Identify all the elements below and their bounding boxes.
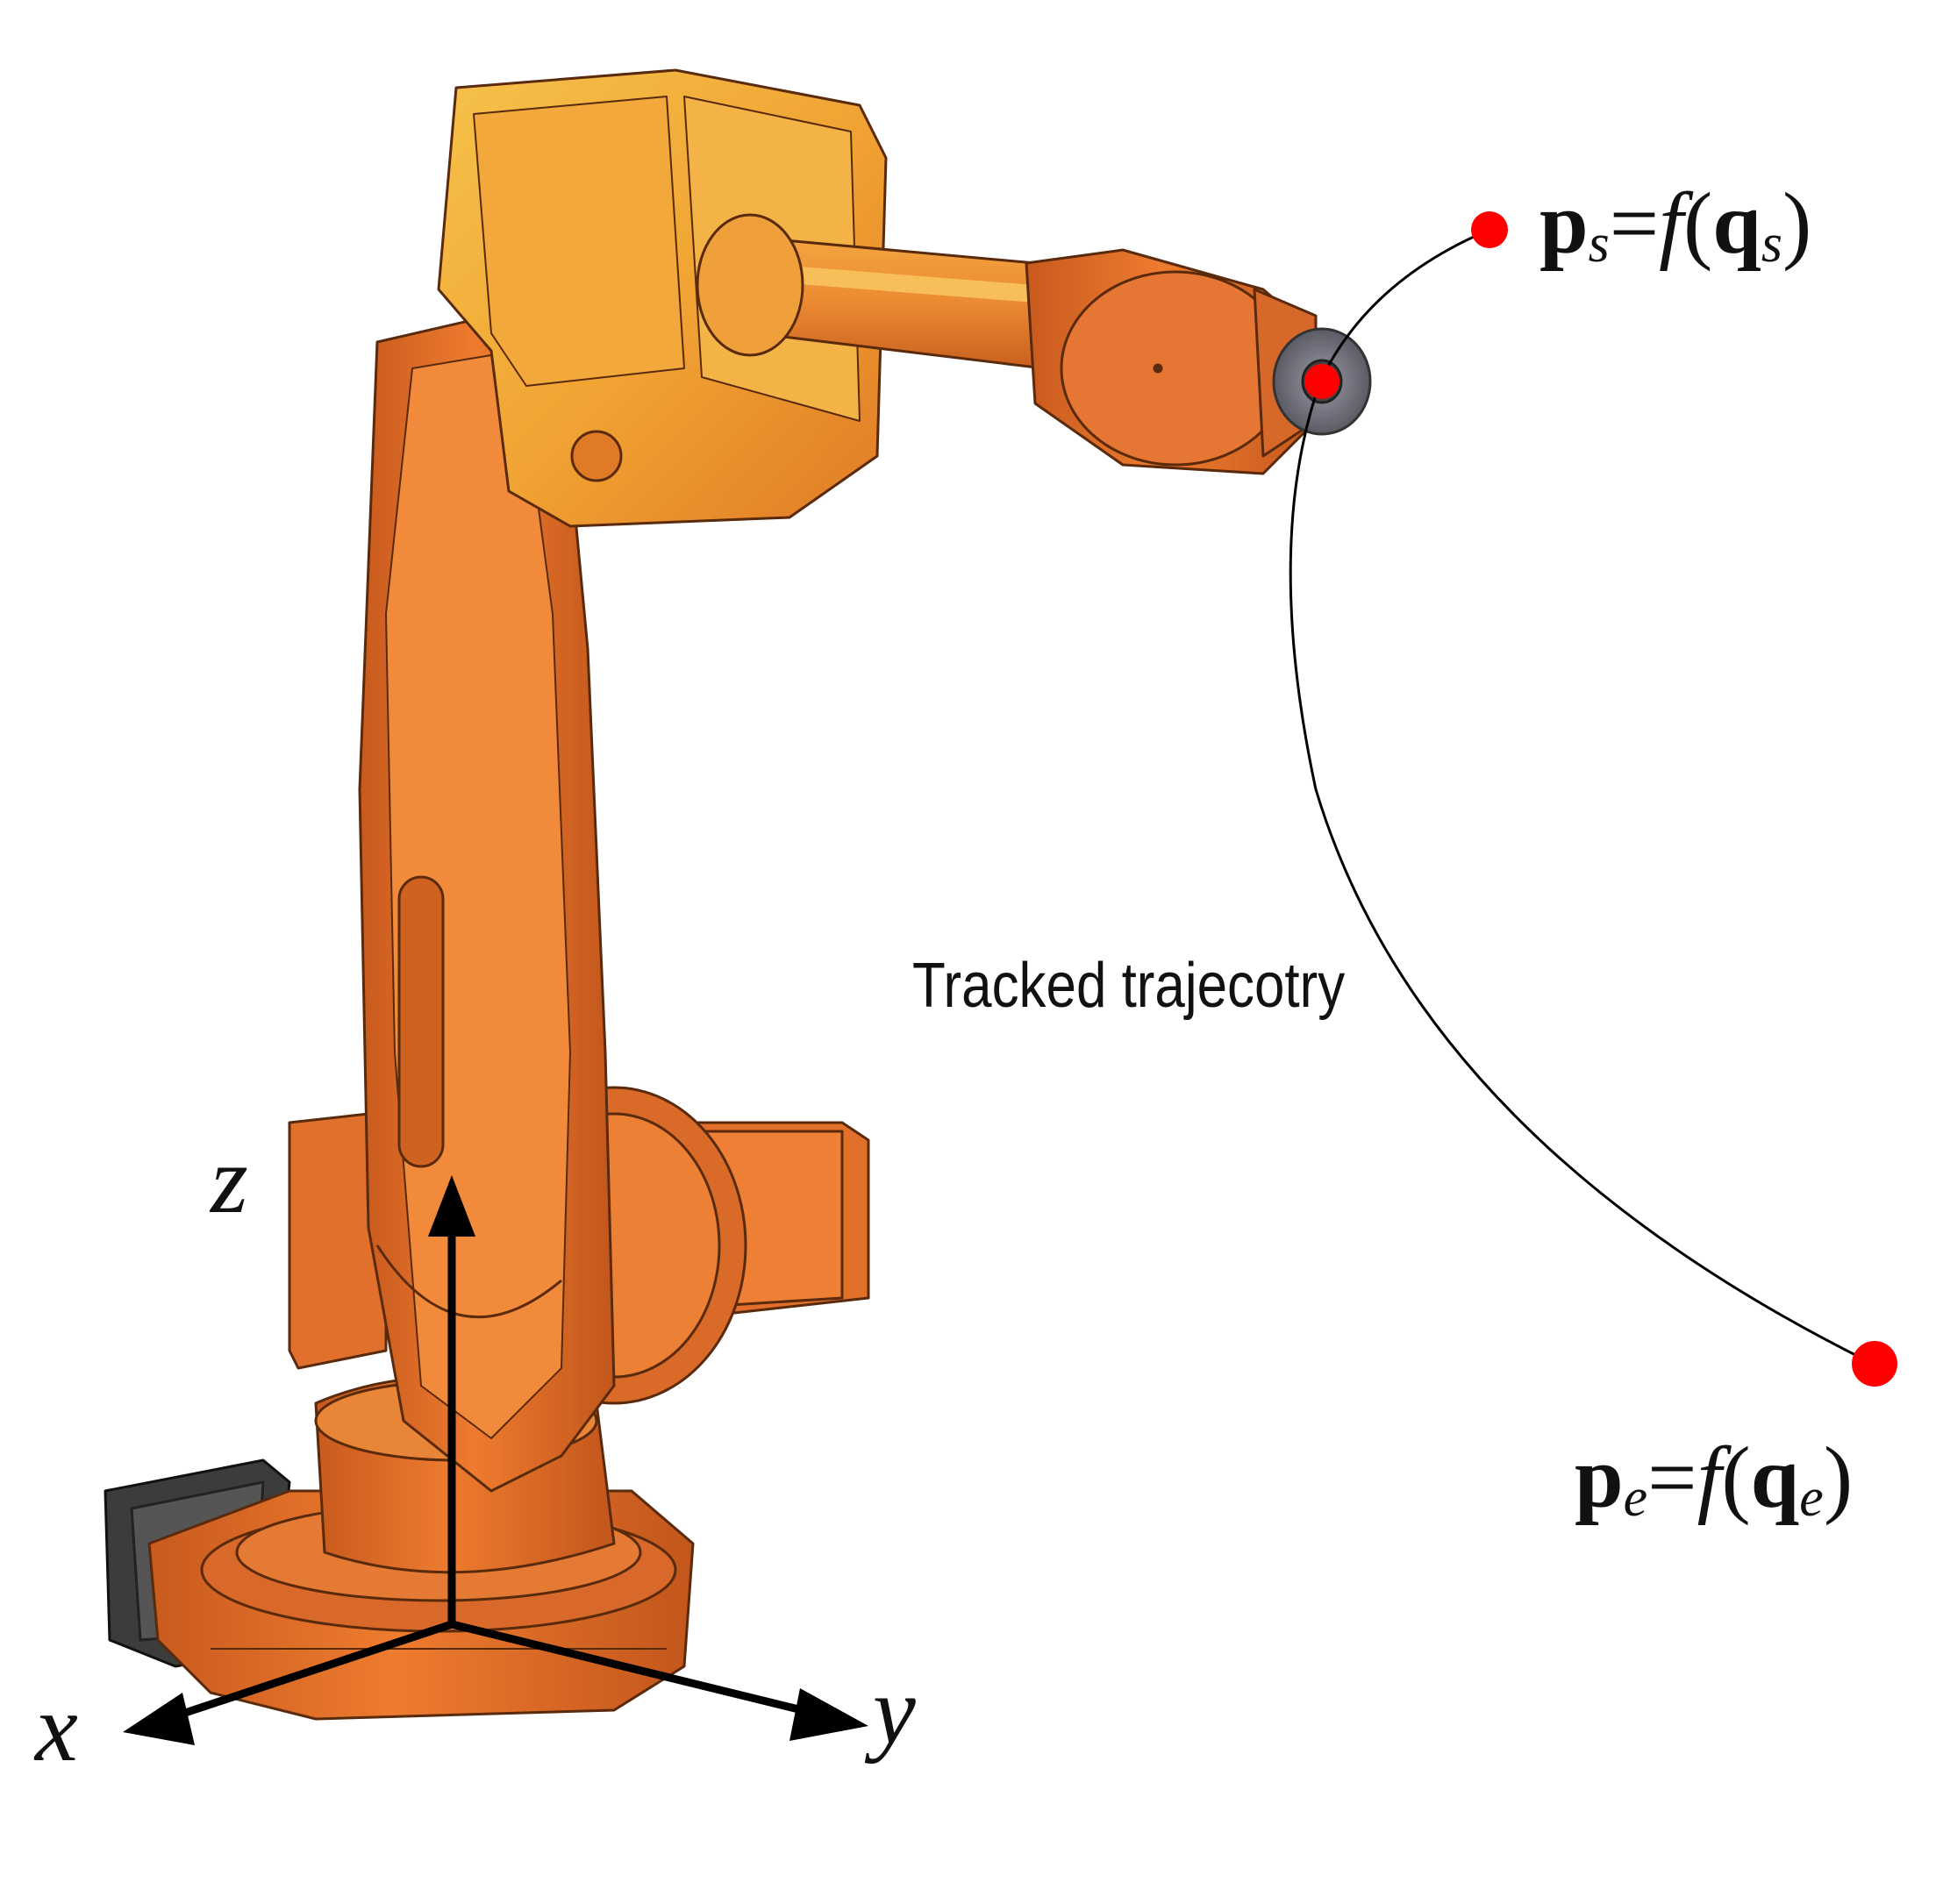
y-axis-arrow <box>450 1620 822 1719</box>
y-axis-label: y <box>873 1657 916 1764</box>
end-equals: = <box>1647 1429 1697 1526</box>
start-q-symbol: q <box>1712 175 1761 272</box>
trajectory-label: Tracked trajecotry <box>912 951 1346 1021</box>
end-function: f <box>1697 1429 1722 1526</box>
start-close-paren: ) <box>1782 175 1812 272</box>
end-point-formula: pe=f(qe) <box>1575 1434 1853 1528</box>
end-close-paren: ) <box>1823 1429 1854 1526</box>
start-q-subscript: s <box>1761 214 1783 274</box>
start-point-formula: ps=f(qs) <box>1539 180 1811 274</box>
x-axis-label: x <box>35 1674 78 1781</box>
end-p-symbol: p <box>1575 1429 1624 1526</box>
z-axis-label: z <box>211 1126 248 1233</box>
y-arrowhead-icon <box>789 1688 868 1741</box>
end-q-subscript: e <box>1799 1468 1824 1528</box>
start-function: f <box>1659 175 1683 272</box>
x-axis-arrow <box>165 1620 454 1723</box>
end-point-marker <box>1852 1341 1897 1387</box>
tool-point-marker <box>1304 364 1339 399</box>
z-arrowhead-icon <box>428 1175 475 1237</box>
start-p-symbol: p <box>1539 175 1589 272</box>
end-open-paren: ( <box>1721 1429 1751 1526</box>
start-equals: = <box>1609 175 1660 272</box>
start-p-subscript: s <box>1588 214 1610 274</box>
end-p-subscript: e <box>1623 1468 1648 1528</box>
industrial-robot-arm-icon <box>104 68 1372 1721</box>
x-arrowhead-icon <box>123 1693 195 1745</box>
start-open-paren: ( <box>1682 175 1713 272</box>
end-q-symbol: q <box>1750 1429 1800 1526</box>
trajectory-curve <box>1289 228 1874 1366</box>
coordinate-frame <box>165 1219 822 1723</box>
start-point-marker <box>1471 211 1508 248</box>
